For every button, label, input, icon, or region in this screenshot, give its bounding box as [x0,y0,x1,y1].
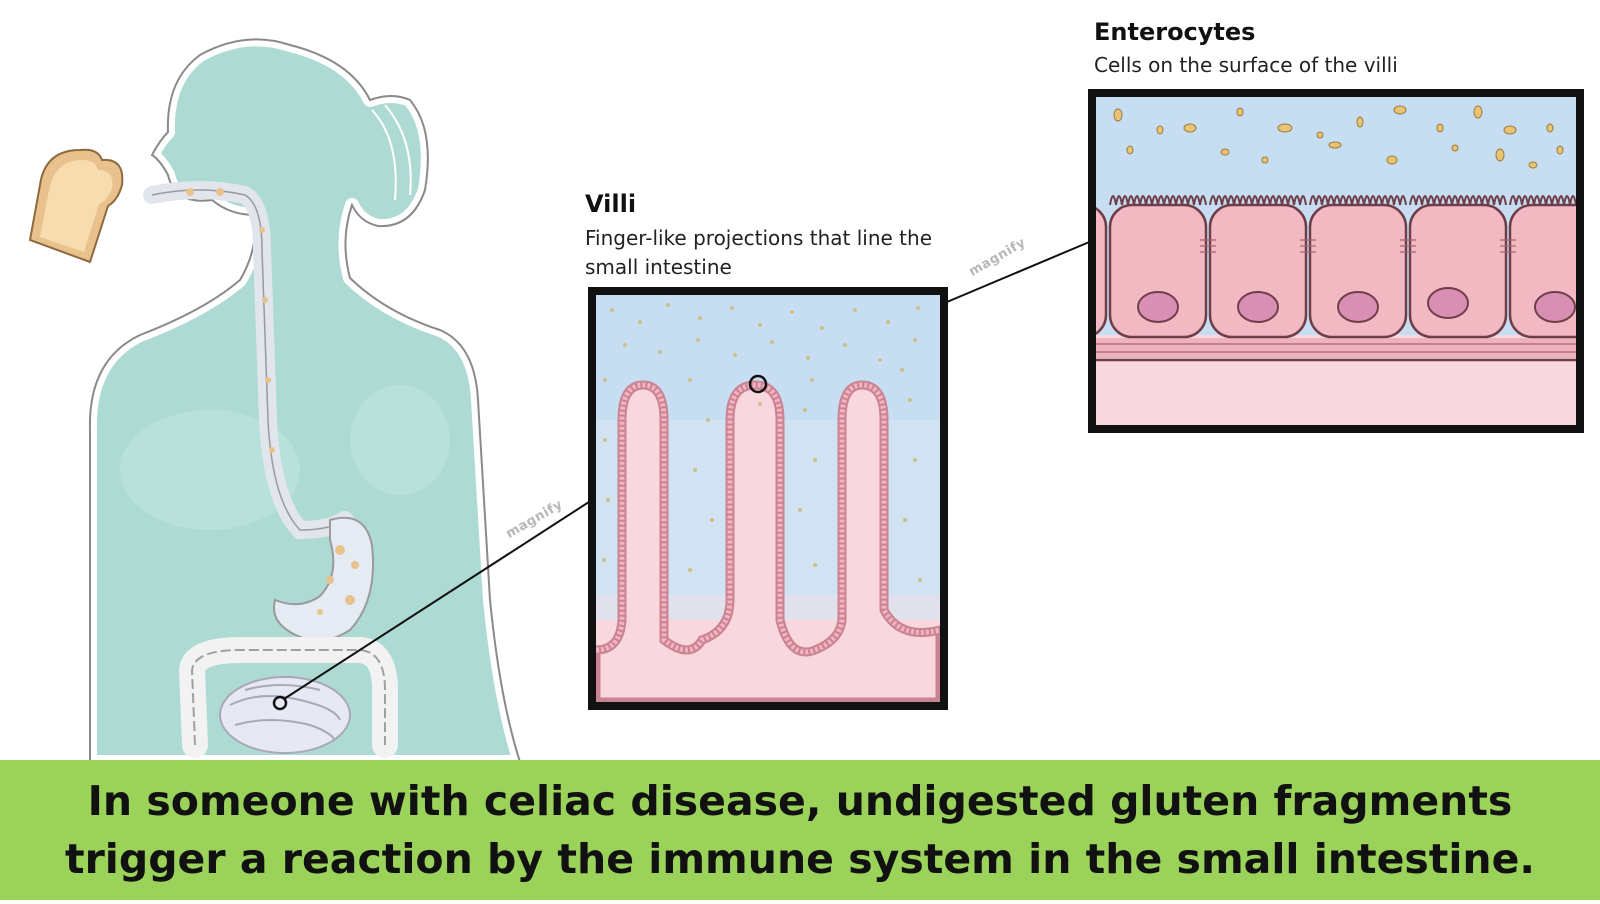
caption-line-1: In someone with celiac disease, undigest… [87,777,1513,825]
caption-banner: In someone with celiac disease, undigest… [0,760,1600,900]
enterocytes-description: Cells on the surface of the villi [1094,53,1398,77]
zoom-marker-villus [748,374,768,394]
enterocytes-panel [1088,89,1584,433]
villi-panel [588,287,948,710]
digestive-tract [143,181,398,758]
zoom-marker-intestine [272,695,288,711]
connector-line-villi [283,499,593,700]
bread-icon [28,148,124,264]
caption-line-2: trigger a reaction by the immune system … [64,835,1536,883]
villi-title: Villi [585,190,637,218]
villi-description: Finger-like projections that line the sm… [585,226,932,279]
enterocytes-title: Enterocytes [1094,18,1256,46]
caption-text: In someone with celiac disease, undigest… [0,772,1600,888]
